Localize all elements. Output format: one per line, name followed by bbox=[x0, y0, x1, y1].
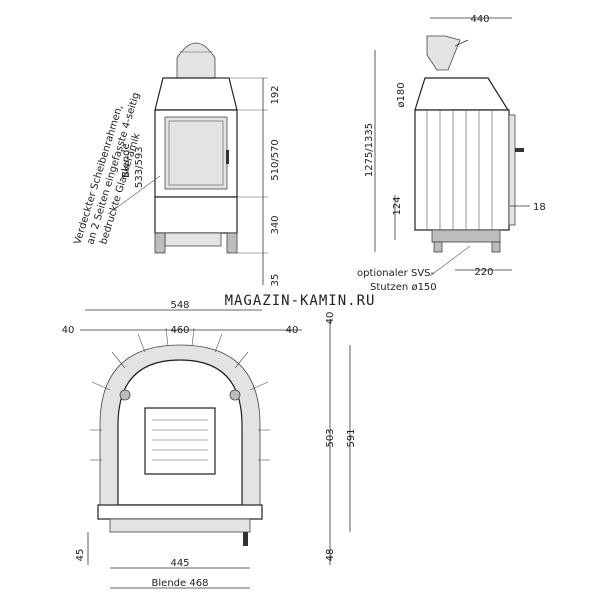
top-dim-40-left: 40 bbox=[62, 325, 75, 336]
front-glass-inner bbox=[168, 120, 224, 186]
front-leg-right bbox=[226, 232, 238, 254]
front-ashbox bbox=[164, 232, 222, 247]
side-view: 440 ø180 1275/1335 124 18 220 optionaler… bbox=[357, 14, 546, 293]
top-dim-blende-468: Blende 468 bbox=[152, 578, 209, 589]
front-handle bbox=[226, 150, 229, 164]
side-leg-left bbox=[433, 241, 443, 253]
bolt bbox=[119, 389, 131, 401]
side-body bbox=[414, 109, 510, 231]
front-dim-340: 340 bbox=[270, 215, 281, 234]
side-flue-arrow bbox=[454, 39, 469, 47]
side-flue-elbow bbox=[426, 35, 461, 71]
rib bbox=[191, 327, 195, 347]
top-dim-48: 48 bbox=[325, 549, 336, 562]
rib bbox=[137, 333, 146, 353]
side-dim-124: 124 bbox=[392, 196, 403, 215]
blende-value: 533/593 bbox=[134, 146, 145, 188]
top-handle bbox=[243, 532, 248, 546]
side-base bbox=[431, 229, 501, 243]
side-dim-180: ø180 bbox=[396, 82, 407, 107]
side-door bbox=[508, 114, 516, 226]
side-dim-18: 18 bbox=[533, 202, 546, 213]
side-handle bbox=[515, 148, 524, 152]
bolt bbox=[229, 389, 241, 401]
front-dim-192: 192 bbox=[270, 85, 281, 104]
front-head bbox=[154, 77, 238, 111]
top-dim-445: 445 bbox=[170, 558, 189, 569]
side-note-1: optionaler SVS- bbox=[357, 268, 435, 279]
top-view: 548 40 460 40 40 503 591 48 45 445 Blend… bbox=[62, 300, 357, 589]
front-glass bbox=[164, 116, 228, 190]
blende-label: Blende bbox=[121, 143, 132, 178]
note-leader bbox=[107, 175, 161, 215]
rib bbox=[91, 381, 111, 391]
rib bbox=[234, 351, 249, 369]
side-note-leader bbox=[429, 245, 471, 277]
rib bbox=[214, 333, 223, 353]
watermark: MAGAZIN-KAMIN.RU bbox=[225, 293, 376, 309]
side-dim-440: 440 bbox=[470, 14, 489, 25]
top-dim-40-right: 40 bbox=[286, 325, 299, 336]
top-dim-460: 460 bbox=[170, 325, 189, 336]
rib bbox=[111, 351, 126, 369]
top-front-frame bbox=[97, 504, 263, 520]
top-grate-plate bbox=[144, 407, 216, 475]
front-dim-510-570: 510/570 bbox=[270, 139, 281, 181]
top-dim-591: 591 bbox=[346, 428, 357, 447]
watermark-bg bbox=[200, 290, 400, 310]
front-view: 192 510/570 340 35 Verdeckter Scheibenra… bbox=[72, 42, 281, 287]
front-flue-dome bbox=[176, 42, 216, 79]
top-dim-40-top: 40 bbox=[325, 312, 336, 325]
top-dim-503: 503 bbox=[325, 428, 336, 447]
side-dim-220: 220 bbox=[474, 267, 493, 278]
side-dim-1275-1335: 1275/1335 bbox=[364, 123, 375, 177]
rib bbox=[165, 327, 169, 347]
front-body-lower bbox=[154, 196, 238, 234]
top-dim-45: 45 bbox=[75, 549, 86, 562]
side-note-2: Stutzen ø150 bbox=[370, 282, 437, 293]
side-head bbox=[414, 77, 510, 111]
top-blende bbox=[109, 518, 251, 533]
side-leg-right bbox=[491, 241, 501, 253]
top-dim-548: 548 bbox=[170, 300, 189, 311]
rib bbox=[249, 381, 269, 391]
front-dim-35: 35 bbox=[270, 274, 281, 287]
front-leg-left bbox=[154, 232, 166, 254]
